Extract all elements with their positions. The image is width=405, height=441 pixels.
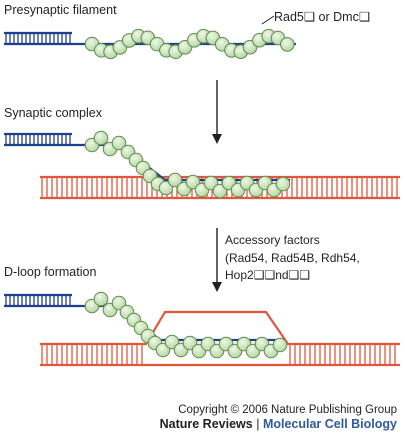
synaptic-complex-label: Synaptic complex	[4, 106, 102, 120]
stage3-beads	[84, 291, 288, 359]
journal-separator: |	[256, 417, 260, 431]
stage1-beads	[84, 28, 295, 60]
rad51-bead-icon	[280, 37, 295, 52]
stage1-basepair-ticks	[5, 33, 71, 44]
stage2-basepair-ticks	[5, 134, 71, 145]
accessory-factors-label: Accessory factors (Rad54, Rad54B, Rdh54,…	[225, 232, 360, 285]
rad51-bead-icon	[93, 291, 109, 307]
presynaptic-filament	[4, 15, 296, 60]
copyright-block: Copyright © 2006 Nature Publishing Group…	[160, 404, 397, 431]
accessory-line-1: Accessory factors	[225, 233, 320, 247]
copyright-text: Copyright © 2006 Nature Publishing Group	[178, 404, 397, 416]
journal-name: Nature Reviews	[159, 417, 253, 431]
subjournal-name: Molecular Cell Biology	[262, 417, 397, 431]
down-arrow-icon	[212, 228, 222, 292]
dloop-formation-label: D-loop formation	[4, 265, 97, 279]
rad51-bead-icon	[272, 337, 288, 353]
rad51-bead-icon	[275, 176, 291, 192]
dloop-formation	[4, 291, 400, 367]
accessory-line-2: (Rad54, Rad54B, Rdh54,	[225, 250, 360, 265]
rad51-dmc1-label: Rad5❑ or Dmc❑	[274, 10, 371, 24]
rad51-bead-icon	[111, 135, 127, 151]
rad51-pointer-line	[261, 15, 275, 25]
synaptic-complex	[4, 130, 400, 200]
stage2-beads	[84, 130, 291, 199]
rad51-bead-icon	[167, 172, 183, 188]
rad51-bead-icon	[93, 130, 109, 146]
presynaptic-filament-label: Presynaptic filament	[4, 3, 117, 17]
down-arrow-icon	[212, 80, 222, 144]
journal-line: Nature Reviews | Molecular Cell Biology	[160, 417, 397, 431]
stage3-basepair-ticks	[5, 295, 71, 306]
accessory-line-3: Hop2❑❑nd❑❑	[225, 268, 311, 282]
